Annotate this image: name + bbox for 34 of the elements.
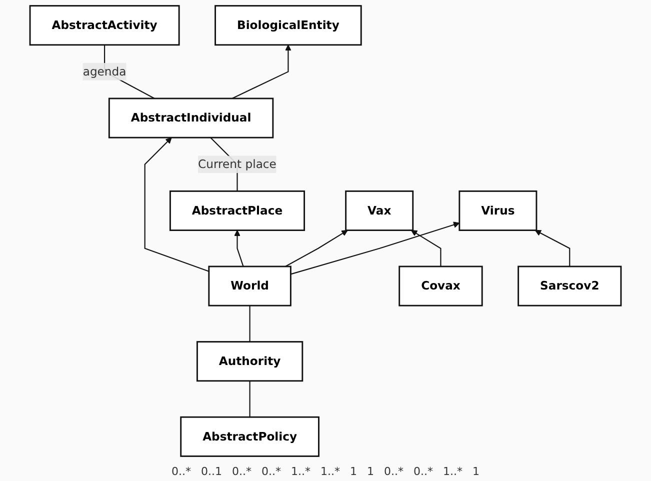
node-box: Authority <box>196 341 304 382</box>
multiplicity-label: 1 <box>367 465 374 478</box>
node-box: World <box>208 266 292 306</box>
arrow <box>290 222 460 275</box>
multiplicity-label: 1..* <box>320 465 340 478</box>
multiplicity-label: 0..* <box>262 465 281 478</box>
connector <box>249 380 250 418</box>
node-box: Covax <box>398 266 483 306</box>
node-box: Sarscov2 <box>518 266 622 306</box>
multiplicity-label: 0..* <box>172 465 191 478</box>
arrow <box>232 44 292 99</box>
node-box: AbstractActivity <box>29 5 180 46</box>
multiplicity-label: 1..* <box>443 465 462 478</box>
node-box: Vax <box>345 190 414 231</box>
multiplicity-label: 1 <box>472 465 480 478</box>
multiplicity-label: 1..* <box>291 465 310 478</box>
edge-label: Current place <box>198 157 276 171</box>
connector <box>249 306 250 342</box>
multiplicity-label: 0..1 <box>201 465 222 478</box>
arrow <box>144 137 210 272</box>
arrow <box>410 230 442 266</box>
multiplicity-label: 0..* <box>232 465 252 478</box>
node-box: AbstractIndividual <box>108 98 274 138</box>
edge-label: agenda <box>82 64 126 78</box>
node-box: BiologicalEntity <box>214 5 362 46</box>
multiplicity-label: 0..* <box>414 465 433 478</box>
multiplicity-label: 1 <box>350 465 357 478</box>
arrow <box>285 230 348 267</box>
multiplicity-label: 0..* <box>384 465 404 478</box>
arrow <box>534 230 570 266</box>
arrow <box>234 230 244 267</box>
node-box: AbstractPolicy <box>180 416 320 457</box>
node-box: Virus <box>458 190 538 231</box>
node-box: AbstractPlace <box>169 190 306 231</box>
